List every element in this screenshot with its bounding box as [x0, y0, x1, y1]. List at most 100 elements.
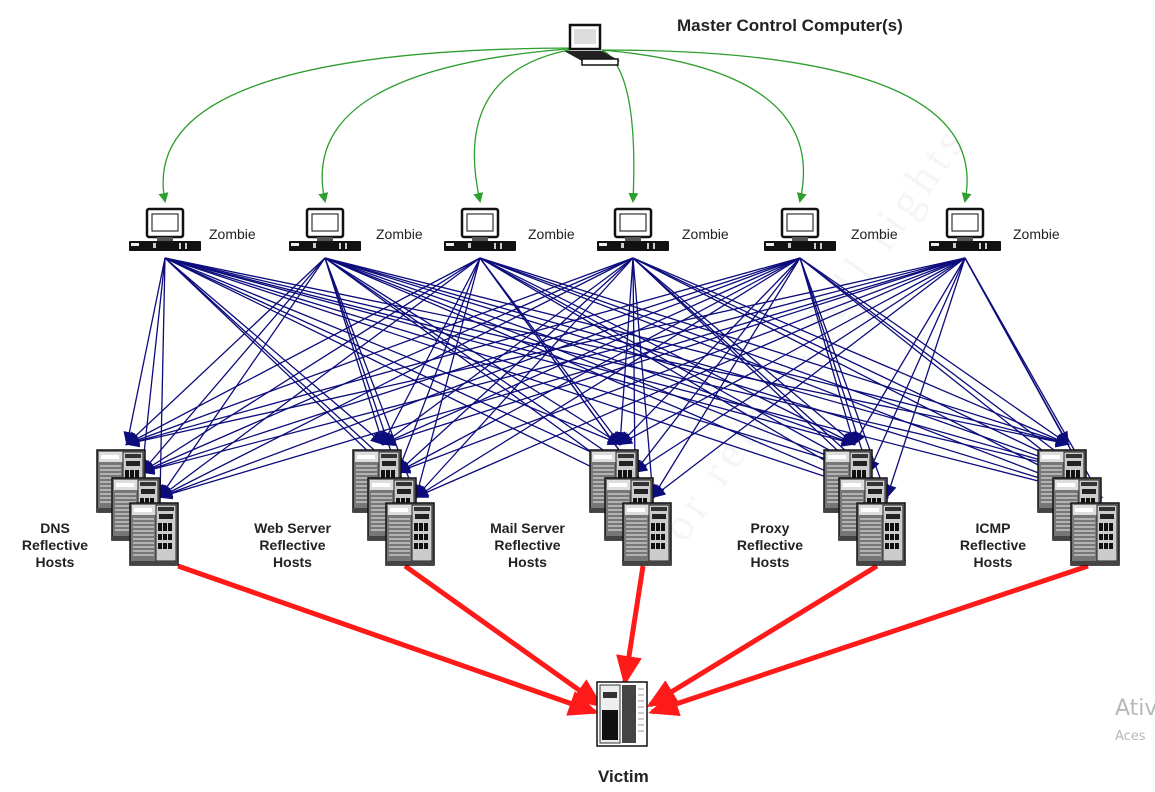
attack-request-edge — [396, 257, 634, 474]
attack-request-edge — [396, 257, 481, 474]
attack-request-edge — [396, 257, 966, 474]
zombie-label-4: Zombie — [682, 226, 729, 242]
attack-request-edge — [125, 257, 966, 448]
attack-request-edge — [140, 257, 801, 474]
command-edge — [601, 49, 639, 203]
reflected-traffic-edge — [646, 563, 879, 708]
attack-request-edge — [632, 257, 658, 499]
master-to-zombie-edges — [158, 47, 972, 203]
attack-request-edge — [324, 257, 1070, 447]
attack-request-edge — [158, 257, 801, 499]
attack-request-edge — [137, 257, 166, 474]
attack-request-edge — [140, 257, 634, 473]
web-server-reflective-hosts-label: Web Server Reflective Hosts — [254, 520, 331, 570]
attack-request-edge — [618, 257, 966, 445]
attack-request-edge — [324, 257, 1085, 475]
attack-request-edge — [633, 257, 966, 474]
attack-request-edge — [868, 257, 966, 474]
attack-request-edge — [164, 257, 1103, 500]
attack-request-edge — [140, 257, 326, 474]
master-laptop-icon — [564, 23, 620, 66]
zombie-computer-icon — [595, 207, 671, 253]
reflective-host-server-icon — [129, 502, 179, 566]
victim-server-icon — [596, 681, 648, 747]
attack-request-edge — [158, 257, 966, 500]
attack-request-edge — [381, 257, 966, 447]
zombie-label-5: Zombie — [851, 226, 898, 242]
attack-request-edge — [125, 257, 481, 445]
attack-request-edge — [382, 257, 481, 446]
attack-request-edge — [885, 257, 966, 499]
reflected-traffic-edge — [648, 563, 1089, 717]
attack-request-edge — [158, 257, 481, 499]
attack-request-edge — [154, 257, 167, 499]
attack-request-edge — [381, 257, 801, 445]
command-edge — [601, 49, 807, 203]
zombie-label-1: Zombie — [209, 226, 256, 242]
os-activation-watermark-subtitle: Aces — [1115, 729, 1146, 744]
os-activation-watermark-title: Ativ — [1115, 696, 1155, 721]
attack-request-edge — [381, 257, 634, 446]
command-edge — [158, 47, 581, 203]
attack-request-edge — [324, 257, 871, 474]
zombie-computer-icon — [287, 207, 363, 253]
attack-request-edge — [164, 257, 385, 446]
attack-request-edge — [164, 257, 655, 498]
attack-request-edge — [324, 257, 889, 498]
attack-request-edge — [799, 257, 857, 446]
victim-label: Victim — [598, 767, 649, 786]
zombie-computer-icon — [127, 207, 203, 253]
attack-request-edge — [324, 257, 856, 446]
attack-request-edge — [479, 257, 1070, 447]
proxy-reflective-hosts-label: Proxy Reflective Hosts — [736, 520, 804, 570]
zombie-computer-icon — [762, 207, 838, 253]
attack-request-edge — [632, 257, 1085, 473]
reflected-traffic-edge — [177, 563, 599, 716]
attack-request-edge — [324, 257, 622, 446]
attack-request-edge — [414, 257, 801, 499]
attack-request-edge — [396, 257, 801, 473]
command-edge — [318, 47, 581, 203]
attack-request-edge — [164, 257, 622, 446]
attack-request-edge — [651, 257, 966, 499]
reflective-host-server-icon — [1070, 502, 1120, 566]
attack-request-edge — [158, 257, 634, 498]
reflected-traffic-edge — [403, 563, 604, 708]
reflected-traffic-edge — [616, 565, 646, 686]
zombie-label-6: Zombie — [1013, 226, 1060, 242]
attack-request-edge — [164, 257, 1085, 476]
attack-request-edge — [125, 257, 801, 447]
zombie-computer-icon — [442, 207, 518, 253]
attack-request-edge — [479, 257, 1103, 499]
attack-request-edge — [628, 257, 641, 474]
attack-request-edge — [164, 257, 871, 475]
reflective-host-server-icon — [856, 502, 906, 566]
master-control-title: Master Control Computer(s) — [677, 16, 903, 35]
attack-request-edge — [125, 257, 634, 446]
attack-request-edge — [414, 257, 966, 498]
attack-request-edge — [164, 257, 856, 447]
attack-request-edge — [125, 257, 326, 446]
command-edge — [601, 49, 972, 203]
attack-request-edge — [140, 257, 481, 474]
zombie-computer-icon — [927, 207, 1003, 253]
attack-request-edge — [799, 257, 1085, 474]
attack-request-edge — [140, 257, 966, 475]
mail-server-reflective-hosts-label: Mail Server Reflective Hosts — [490, 520, 565, 570]
attack-request-edge — [651, 257, 801, 499]
attack-request-edge — [324, 257, 386, 446]
attack-request-edge — [414, 257, 634, 499]
attack-request-edge — [164, 257, 400, 474]
command-edge — [473, 47, 581, 203]
attack-request-edge — [123, 257, 166, 446]
attack-request-edge — [324, 257, 1103, 500]
zombie-label-2: Zombie — [376, 226, 423, 242]
icmp-reflective-hosts-label: ICMP Reflective Hosts — [959, 520, 1027, 570]
attack-request-edge — [852, 257, 966, 446]
reflective-host-server-icon — [385, 502, 435, 566]
zombie-label-3: Zombie — [528, 226, 575, 242]
attack-request-edge — [633, 257, 801, 474]
attack-request-edge — [479, 257, 856, 445]
attack-request-edge — [479, 257, 871, 473]
